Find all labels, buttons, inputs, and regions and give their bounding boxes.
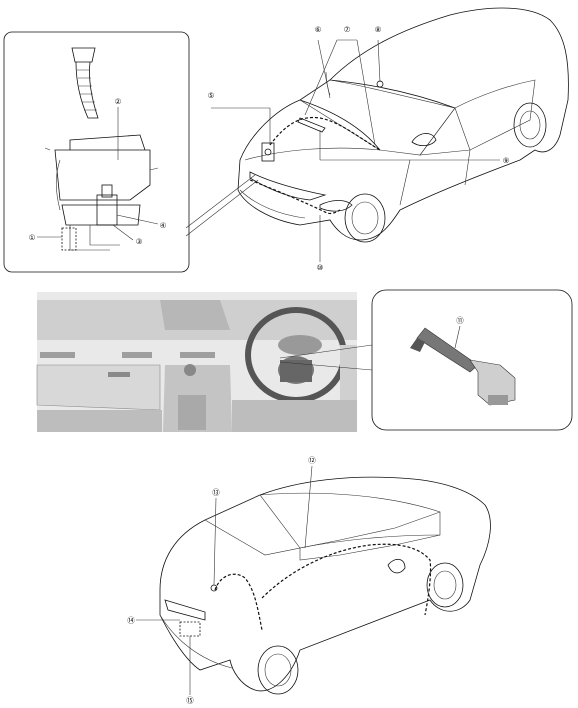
- top-leader-lines: [185, 39, 500, 262]
- washer-tank-inset: [3, 31, 190, 273]
- dashboard-view: [36, 292, 357, 432]
- front-car-view: [237, 7, 569, 243]
- callout-9: ⑨: [503, 156, 510, 165]
- callout-labels: ① ② ③ ④ ⑤ ⑥ ⑦ ⑧ ⑨ ⑩ ⑪ ⑫ ⑬ ⑭ ⑮: [29, 25, 510, 705]
- callout-13: ⑬: [212, 488, 220, 497]
- callout-1: ①: [29, 233, 36, 242]
- callout-5: ⑤: [208, 91, 215, 100]
- callout-10: ⑩: [317, 263, 324, 272]
- rear-car-view: [136, 465, 491, 695]
- callout-3: ③: [136, 237, 143, 246]
- callout-7: ⑦: [344, 25, 351, 34]
- callout-14: ⑭: [127, 616, 135, 625]
- callout-12: ⑫: [308, 456, 316, 465]
- callout-8: ⑧: [375, 25, 382, 34]
- callout-15: ⑮: [186, 696, 194, 705]
- callout-4: ④: [160, 221, 167, 230]
- wiper-switch-inset: [279, 289, 573, 431]
- callout-6: ⑥: [315, 25, 322, 34]
- callout-2: ②: [115, 97, 122, 106]
- callout-11: ⑪: [456, 316, 464, 325]
